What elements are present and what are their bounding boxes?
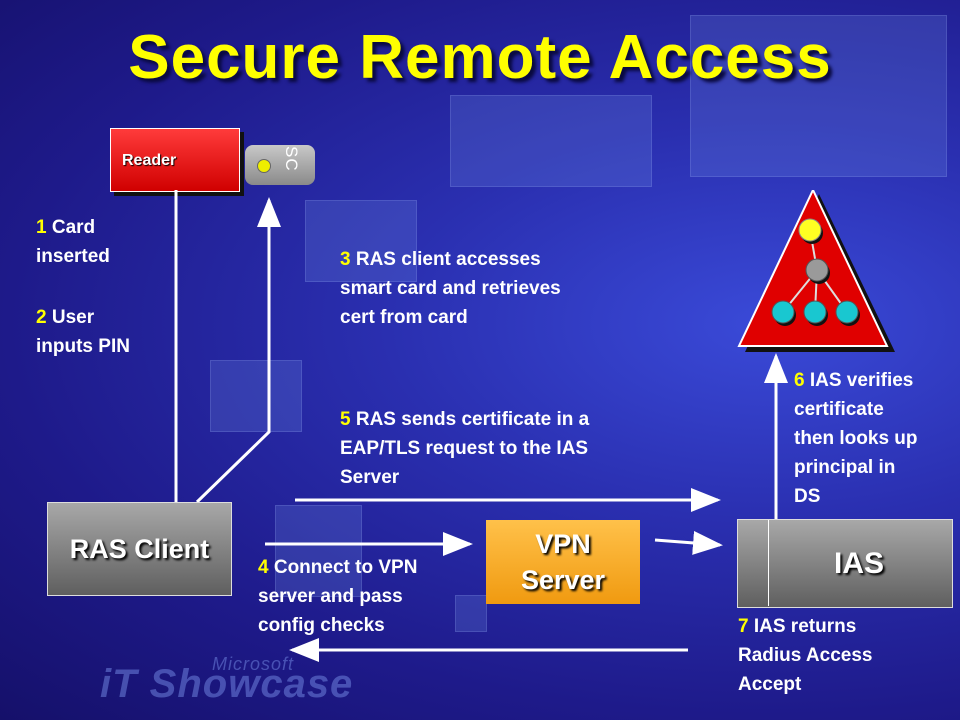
step-text: EAP/TLS request to the IAS [340, 438, 589, 459]
logo-microsoft: Microsoft [212, 654, 295, 674]
background-tile [305, 200, 417, 282]
step-text: IAS returns [753, 616, 857, 637]
step-number: 6 [794, 370, 805, 391]
step-4-note: 4 Connect to VPN server and pass config … [258, 553, 417, 640]
ias-label: IAS [833, 546, 884, 580]
step-text: server and pass [258, 586, 403, 607]
step-text: User [51, 307, 95, 328]
vpn-server-label-line1: VPN [535, 529, 591, 559]
smart-card-label: SC [282, 146, 301, 172]
reader-label: Reader [122, 152, 177, 169]
step-text: inputs PIN [36, 336, 130, 357]
smart-card [245, 145, 315, 185]
step-text: RAS client accesses [355, 249, 541, 270]
step-text: Server [340, 467, 400, 488]
step-text: Card [51, 217, 96, 238]
step-text: Connect to VPN [273, 557, 418, 578]
vpn-server-label-line2: Server [520, 565, 606, 595]
step-text: Accept [738, 674, 802, 695]
vpn-to-ias-arrow [654, 530, 723, 555]
logo-main: iT Showcase [100, 662, 354, 706]
step-text: smart card and retrieves [340, 278, 561, 299]
step-number: 5 [340, 409, 351, 430]
background-tile [690, 15, 947, 177]
background-tile [455, 595, 487, 632]
vpn-server-node: VPN Server [486, 520, 640, 604]
step-7-note: 7 IAS returns Radius Access Accept [738, 612, 872, 699]
step-2-note: 2 User inputs PIN [36, 303, 130, 361]
ias-node: IAS [737, 519, 953, 608]
background-tile [210, 360, 302, 432]
it-showcase-logo: Microsoft iT Showcase [100, 654, 354, 707]
card-reader: Reader [110, 128, 240, 192]
background-tile [275, 505, 362, 597]
step-3-note: 3 RAS client accesses smart card and ret… [340, 245, 561, 332]
step-text: cert from card [340, 307, 468, 328]
directory-tree-icon [737, 190, 895, 352]
step-1-note: 1 Card inserted [36, 213, 110, 271]
step-text: inserted [36, 246, 110, 267]
step-text: Radius Access [738, 645, 873, 666]
step-number: 4 [258, 557, 269, 578]
client-to-card-arrow [195, 197, 281, 504]
page-title: Secure Remote Access [128, 23, 832, 92]
chip-icon [257, 159, 271, 173]
step-5-note: 5 RAS sends certificate in a EAP/TLS req… [340, 405, 589, 492]
step-number: 3 [340, 249, 351, 270]
step-text: IAS verifies [809, 370, 914, 391]
background-tile [450, 95, 652, 187]
step-text: principal in [794, 457, 896, 478]
ias-divider [768, 520, 769, 606]
step-number: 1 [36, 217, 47, 238]
step-text: DS [794, 486, 821, 507]
step-6-note: 6 IAS verifies certificate then looks up… [794, 366, 918, 511]
step-text: config checks [258, 615, 385, 636]
step-text: RAS sends certificate in a [355, 409, 590, 430]
ras-client-node: RAS Client [47, 502, 232, 596]
step-text: then looks up [794, 428, 918, 449]
step-text: certificate [794, 399, 884, 420]
step-number: 2 [36, 307, 47, 328]
step-number: 7 [738, 616, 749, 637]
